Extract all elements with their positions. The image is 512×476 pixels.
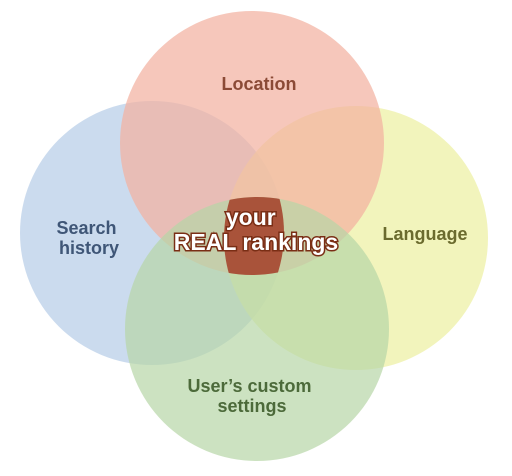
search-history-label: Search history	[56, 218, 121, 258]
user-settings-label: User’s custom settings	[187, 376, 316, 416]
search-history-label-line2: history	[59, 238, 119, 258]
language-label: Language	[382, 224, 467, 244]
user-settings-label-line2: settings	[217, 396, 286, 416]
center-label: your REAL rankings	[174, 204, 338, 255]
center-label-line1: your	[226, 204, 276, 230]
user-settings-label-line1: User’s custom	[187, 376, 311, 396]
search-history-label-line1: Search	[56, 218, 116, 238]
location-circle	[120, 11, 384, 275]
user-settings-circle	[125, 197, 389, 461]
location-label: Location	[222, 74, 297, 94]
center-label-line2: REAL rankings	[174, 229, 338, 255]
